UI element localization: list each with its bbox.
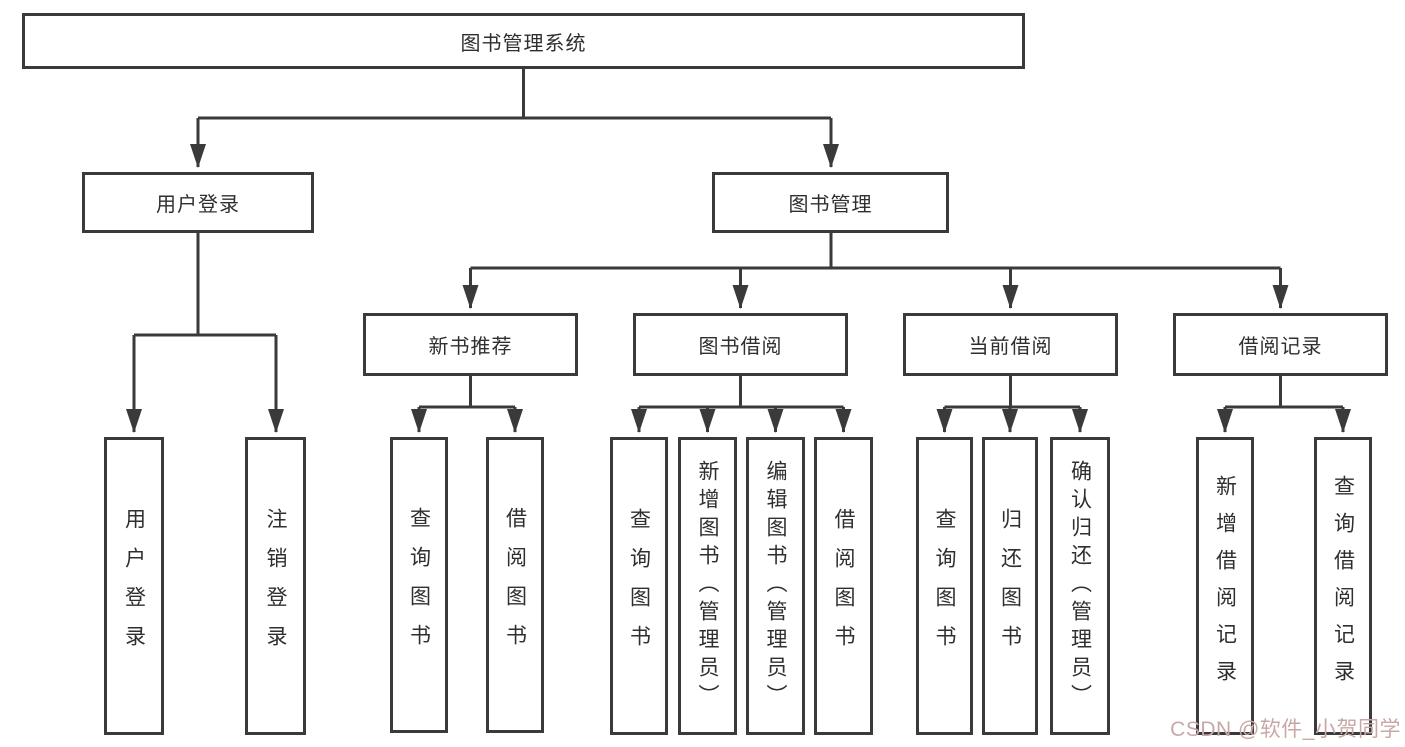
node-leaf-return-books: 归还图书 (982, 437, 1038, 735)
node-current-borrowing: 当前借阅 (903, 313, 1118, 376)
node-label: 新书推荐 (428, 336, 513, 358)
node-borrowing-records: 借阅记录 (1173, 313, 1388, 376)
node-label: 用户登录 (122, 508, 146, 664)
node-label: 图书管理 (788, 194, 873, 216)
node-leaf-search-borrow-record: 查询借阅记录 (1314, 437, 1372, 735)
node-library-management-system: 图书管理系统 (22, 13, 1025, 69)
node-leaf-add-books-admin: 新增图书（管理员） (678, 437, 737, 735)
node-label: 借阅图书 (503, 507, 527, 663)
node-leaf-borrow-books: 借阅图书 (814, 437, 873, 735)
node-leaf-confirm-return-admin: 确认归还（管理员） (1050, 437, 1110, 735)
node-label: 当前借阅 (968, 336, 1053, 358)
node-label: 查询图书 (407, 507, 431, 663)
node-label: 新增图书（管理员） (696, 460, 719, 712)
node-book-management: 图书管理 (712, 172, 949, 233)
node-label: 查询图书 (627, 508, 651, 664)
node-label: 借阅图书 (832, 508, 855, 664)
node-leaf-logout: 注销登录 (245, 437, 306, 735)
node-leaf-search-books-borrowing: 查询图书 (610, 437, 668, 735)
node-leaf-borrow-books-recommend: 借阅图书 (486, 437, 544, 733)
node-label: 新增借阅记录 (1213, 475, 1237, 697)
node-user-login: 用户登录 (82, 172, 314, 233)
node-label: 借阅记录 (1238, 336, 1323, 358)
node-leaf-user-login: 用户登录 (104, 437, 164, 735)
node-label: 查询借阅记录 (1331, 475, 1355, 697)
node-new-book-recommendation: 新书推荐 (363, 313, 578, 376)
node-book-borrowing: 图书借阅 (633, 313, 848, 376)
node-leaf-search-books-recommend: 查询图书 (390, 437, 448, 733)
node-leaf-edit-books-admin: 编辑图书（管理员） (746, 437, 805, 735)
node-label: 确认归还（管理员） (1068, 460, 1092, 712)
node-label: 用户登录 (156, 194, 240, 216)
node-label: 查询图书 (933, 508, 956, 664)
node-label: 归还图书 (998, 508, 1022, 664)
node-label: 图书借阅 (698, 336, 783, 358)
node-leaf-add-borrow-record: 新增借阅记录 (1196, 437, 1254, 735)
node-label: 编辑图书（管理员） (764, 460, 787, 712)
node-label: 注销登录 (264, 508, 287, 664)
node-label: 图书管理系统 (460, 32, 587, 55)
node-leaf-search-books-current: 查询图书 (916, 437, 973, 735)
